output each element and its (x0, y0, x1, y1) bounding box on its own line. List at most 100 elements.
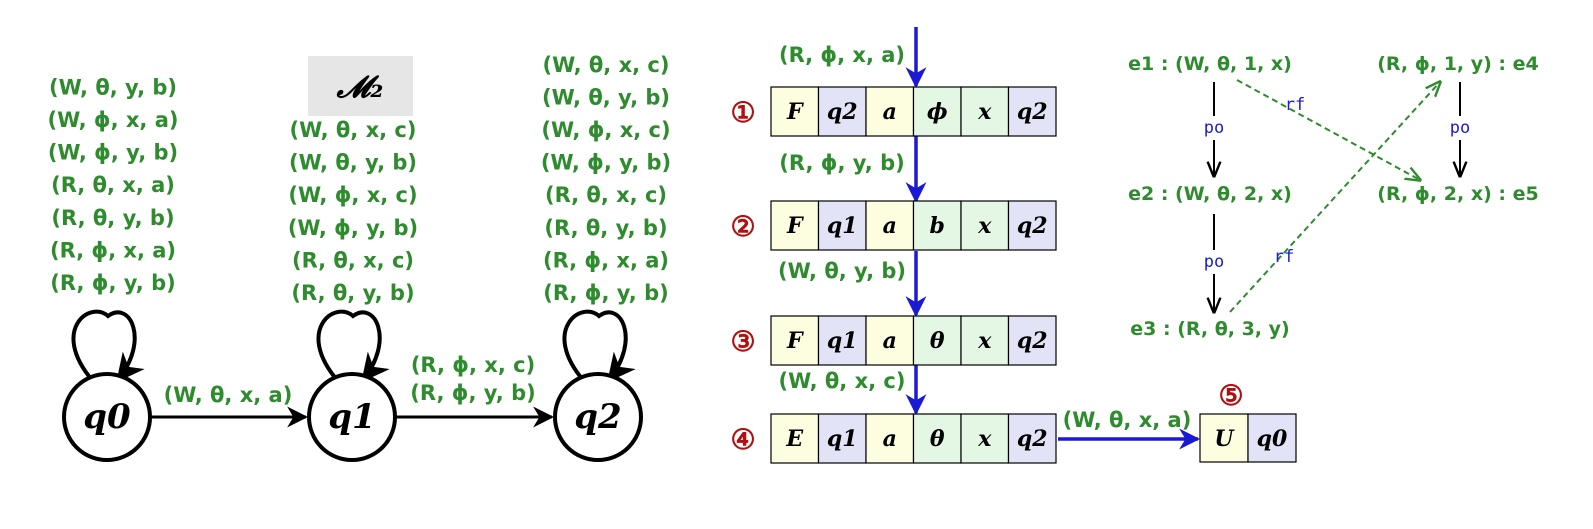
q1-loop-labels: (W, θ, x, c)(W, θ, y, b)(W, ϕ, x, c)(W, … (288, 118, 418, 305)
rf-label-e1-e5: rf (1285, 95, 1305, 115)
trace-cell-text: a (883, 328, 897, 354)
rf-label-e3-e4: rf (1274, 247, 1294, 267)
trace-step-4-incoming: (W, θ, x, c) (779, 369, 906, 393)
trace-cell-text: a (883, 426, 897, 452)
state-q0: q0 (62, 372, 152, 462)
trace-cell-text: q2 (1017, 213, 1048, 239)
po-label-e4-e5: po (1450, 118, 1470, 138)
rf-edge-e1-e5 (1236, 79, 1420, 180)
q0-loop-labels: (W, θ, y, b)(W, ϕ, x, a)(W, ϕ, y, b)(R, … (48, 75, 179, 295)
trace-cell (912, 200, 962, 251)
trace-cell (770, 86, 820, 137)
state-q1: q1 (307, 372, 397, 462)
trace-cell-text: x (977, 213, 992, 239)
trace-final-cell (1199, 413, 1249, 463)
state-q2-loop-label: (R, θ, y, b) (544, 216, 667, 240)
trace-cell-text: E (785, 426, 804, 452)
state-q2-loop-label: (R, ϕ, x, a) (543, 248, 669, 272)
state-q0-loop-label: (R, ϕ, y, b) (50, 271, 175, 295)
trace-final-incoming: (W, θ, x, a) (1063, 408, 1192, 432)
state-q1-loop-label: (R, θ, y, b) (291, 281, 414, 305)
state-q1-loop-label: (R, θ, x, c) (292, 248, 414, 272)
po-label-e2-e3: po (1204, 252, 1224, 272)
state-q2-label: q2 (574, 397, 621, 437)
trace-cell-text: a (883, 213, 897, 239)
trace-cell-text: F (786, 99, 804, 125)
trace-final-marker: ⑤ (1218, 379, 1243, 412)
trace-cell-text: x (977, 99, 992, 125)
state-q1-loop-label: (W, ϕ, y, b) (288, 216, 418, 240)
trace-cell-text: F (786, 328, 804, 354)
trace-cell-text: x (977, 328, 992, 354)
state-q0-loop-label: (W, ϕ, x, a) (48, 108, 179, 132)
trace-step-marker: ③ (730, 325, 755, 358)
automaton-title-box (308, 56, 413, 116)
trace-step-1-incoming: (R, ϕ, x, a) (779, 43, 905, 67)
trace-cell-text: θ (930, 328, 945, 354)
trace-step-marker: ④ (730, 423, 755, 456)
state-q2: q2 (553, 372, 643, 462)
trace-cell (817, 315, 867, 366)
event-e1: e1 : (W, θ, 1, x) (1128, 53, 1292, 75)
transition-q0-q1-label: (W, θ, x, a) (164, 383, 293, 407)
trace-cell (912, 315, 962, 366)
trace-cell (960, 413, 1010, 464)
state-q0-loop-label: (R, ϕ, x, a) (50, 238, 176, 262)
event-graph: e1 : (W, θ, 1, x) e2 : (W, θ, 2, x) e3 :… (1128, 53, 1539, 340)
po-label-e1-e2: po (1204, 118, 1224, 138)
state-q1-label: q1 (328, 397, 375, 437)
trace-step-3-incoming: (W, θ, y, b) (778, 259, 906, 283)
trace-cell (865, 315, 915, 366)
state-q0-loop-label: (W, ϕ, y, b) (48, 141, 178, 165)
transition-q1-q2-label-2: (R, ϕ, y, b) (410, 381, 535, 405)
state-q2-loop-label: (W, ϕ, x, c) (541, 118, 670, 142)
trace-cell-text: q2 (827, 99, 858, 125)
trace-final-cell-text: U (1214, 426, 1235, 452)
trace-cell (960, 315, 1010, 366)
rf-edge-e3-e4 (1229, 82, 1440, 313)
state-q1-loop-label: (W, θ, y, b) (289, 151, 417, 175)
transition-q1-q2-label-1: (R, ϕ, x, c) (411, 353, 535, 377)
state-q2-loop-label: (W, θ, y, b) (542, 85, 670, 109)
trace-cell (817, 86, 867, 137)
trace-step-2-incoming: (R, ϕ, y, b) (779, 151, 904, 175)
trace-final-cell-text: q0 (1257, 426, 1288, 452)
trace-cell (1007, 86, 1057, 137)
state-q2-loop-label: (W, θ, x, c) (543, 53, 670, 77)
event-e2: e2 : (W, θ, 2, x) (1128, 183, 1292, 205)
trace-cell-text: b (930, 213, 945, 239)
state-q1-loop-label: (W, θ, x, c) (290, 118, 417, 142)
trace-cell (817, 200, 867, 251)
state-q0-loop-label: (R, θ, y, b) (51, 206, 174, 230)
event-e4: (R, ϕ, 1, y) : e4 (1377, 53, 1539, 75)
trace-cell (960, 200, 1010, 251)
q2-loop-labels: (W, θ, x, c)(W, θ, y, b)(W, ϕ, x, c)(W, … (541, 53, 671, 305)
trace-cell (1007, 413, 1057, 464)
trace-cell (912, 413, 962, 464)
trace-cell (960, 86, 1010, 137)
trace: (R, ϕ, x, a) (R, ϕ, y, b) (W, θ, y, b) (… (730, 27, 1297, 464)
trace-cell (865, 413, 915, 464)
trace-cell-text: a (883, 99, 897, 125)
trace-cell-text: q1 (827, 213, 858, 239)
trace-cell (770, 413, 820, 464)
state-q0-loop-label: (R, θ, x, a) (51, 173, 175, 197)
q2-self-loop (562, 309, 636, 383)
trace-cell-text: q1 (827, 426, 858, 452)
trace-cell-text: x (977, 426, 992, 452)
automaton-title: 𝓜₂ (336, 70, 384, 105)
trace-step-marker: ② (730, 210, 755, 243)
trace-cell (1007, 315, 1057, 366)
trace-cell (770, 200, 820, 251)
q1-self-loop (316, 309, 390, 383)
trace-step-marker: ① (730, 96, 755, 129)
trace-cell-text: F (786, 213, 804, 239)
automaton: 𝓜₂ q0 q1 q2 (W, θ, x, a) (R, ϕ, x, c) (R… (48, 53, 671, 462)
trace-cell-text: q2 (1017, 99, 1048, 125)
